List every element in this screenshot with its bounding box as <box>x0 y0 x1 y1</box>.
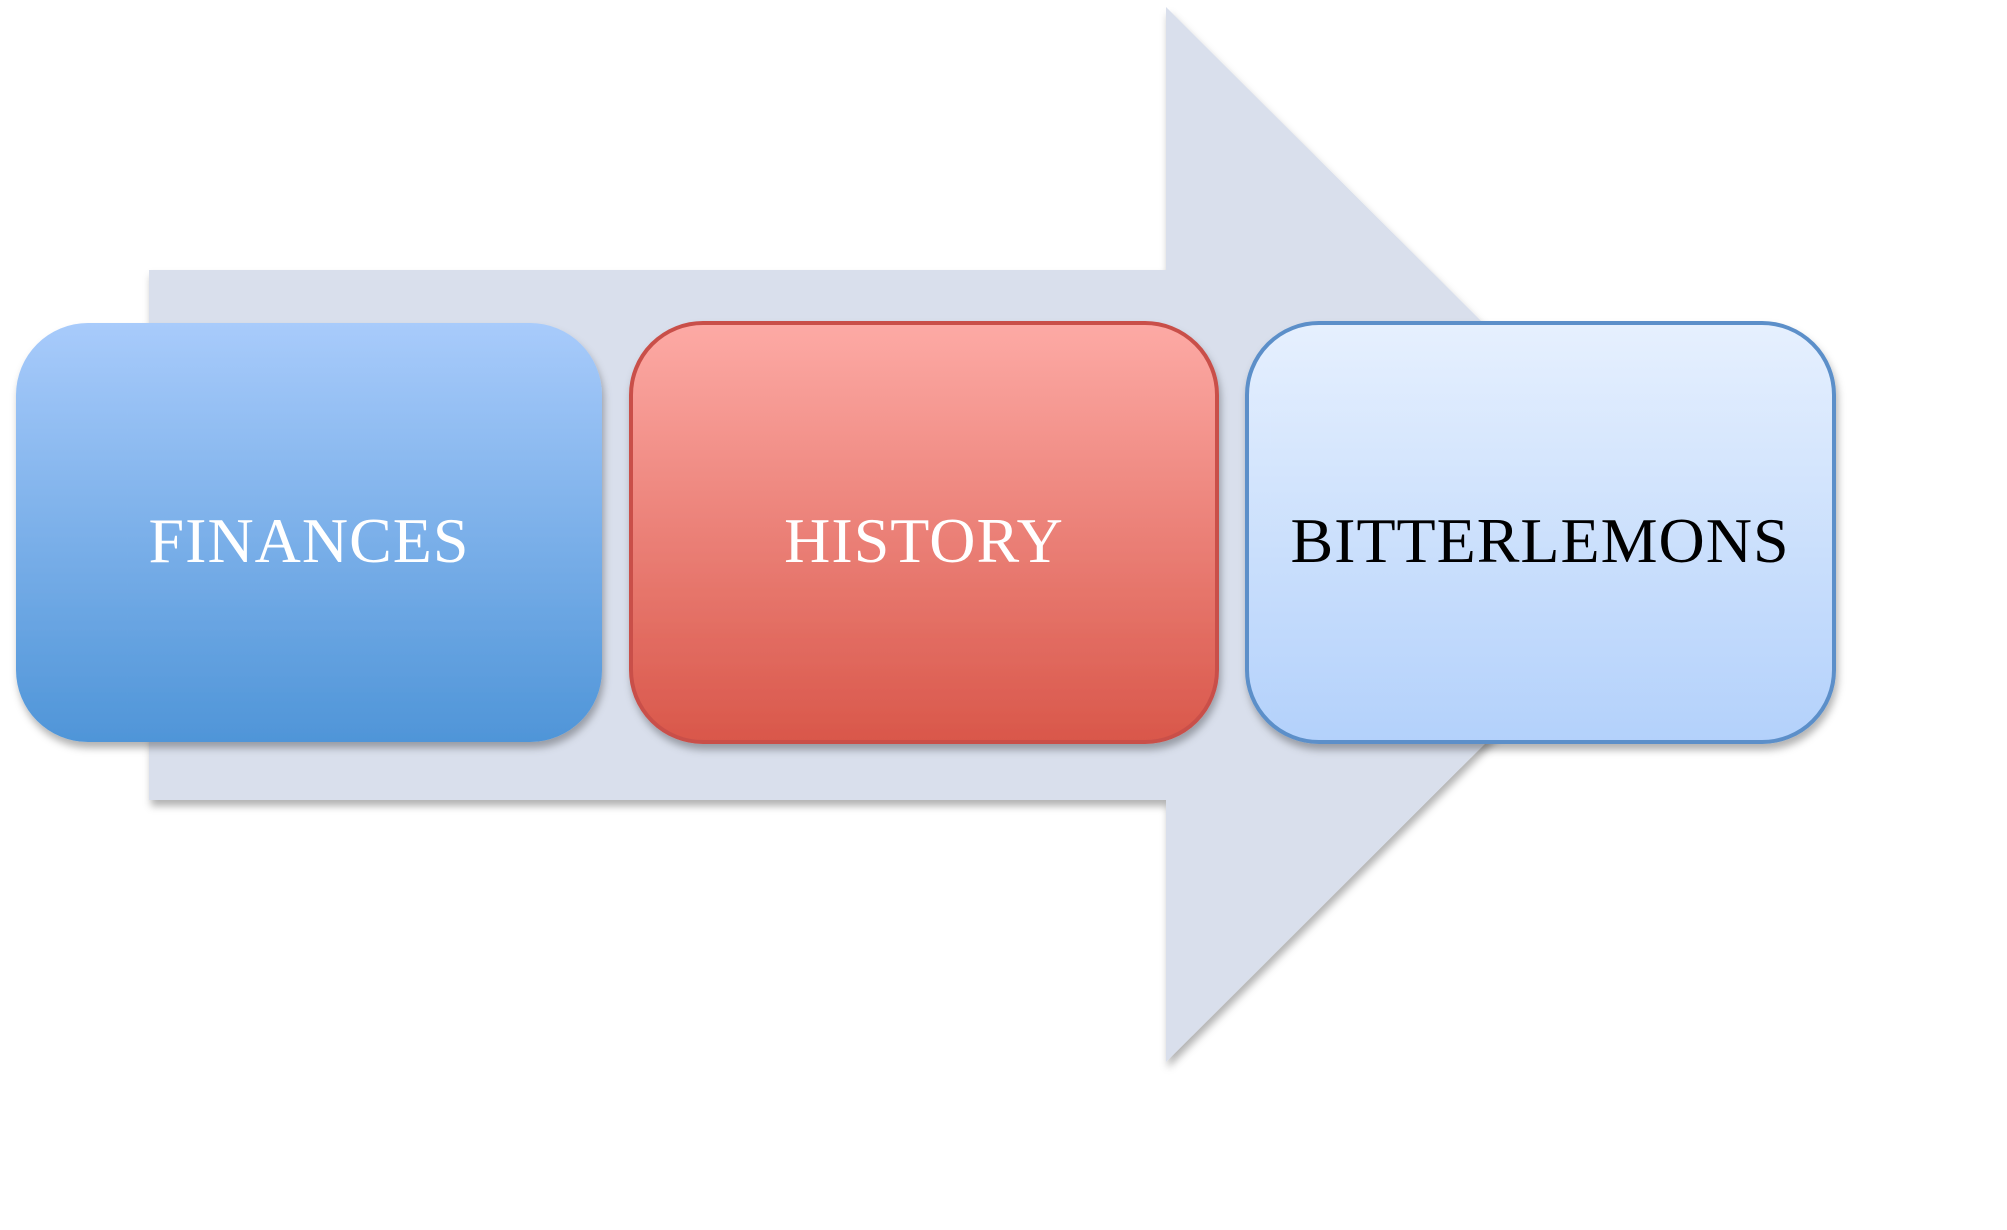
step-label-bitterlemons: BITTERLEMONS <box>1290 505 1789 576</box>
step-label-finances: FINANCES <box>149 505 470 576</box>
step-bitterlemons: BITTERLEMONS <box>1245 321 1836 744</box>
step-history: HISTORY <box>629 321 1219 744</box>
step-finances: FINANCES <box>16 323 602 742</box>
step-label-history: HISTORY <box>784 505 1064 576</box>
